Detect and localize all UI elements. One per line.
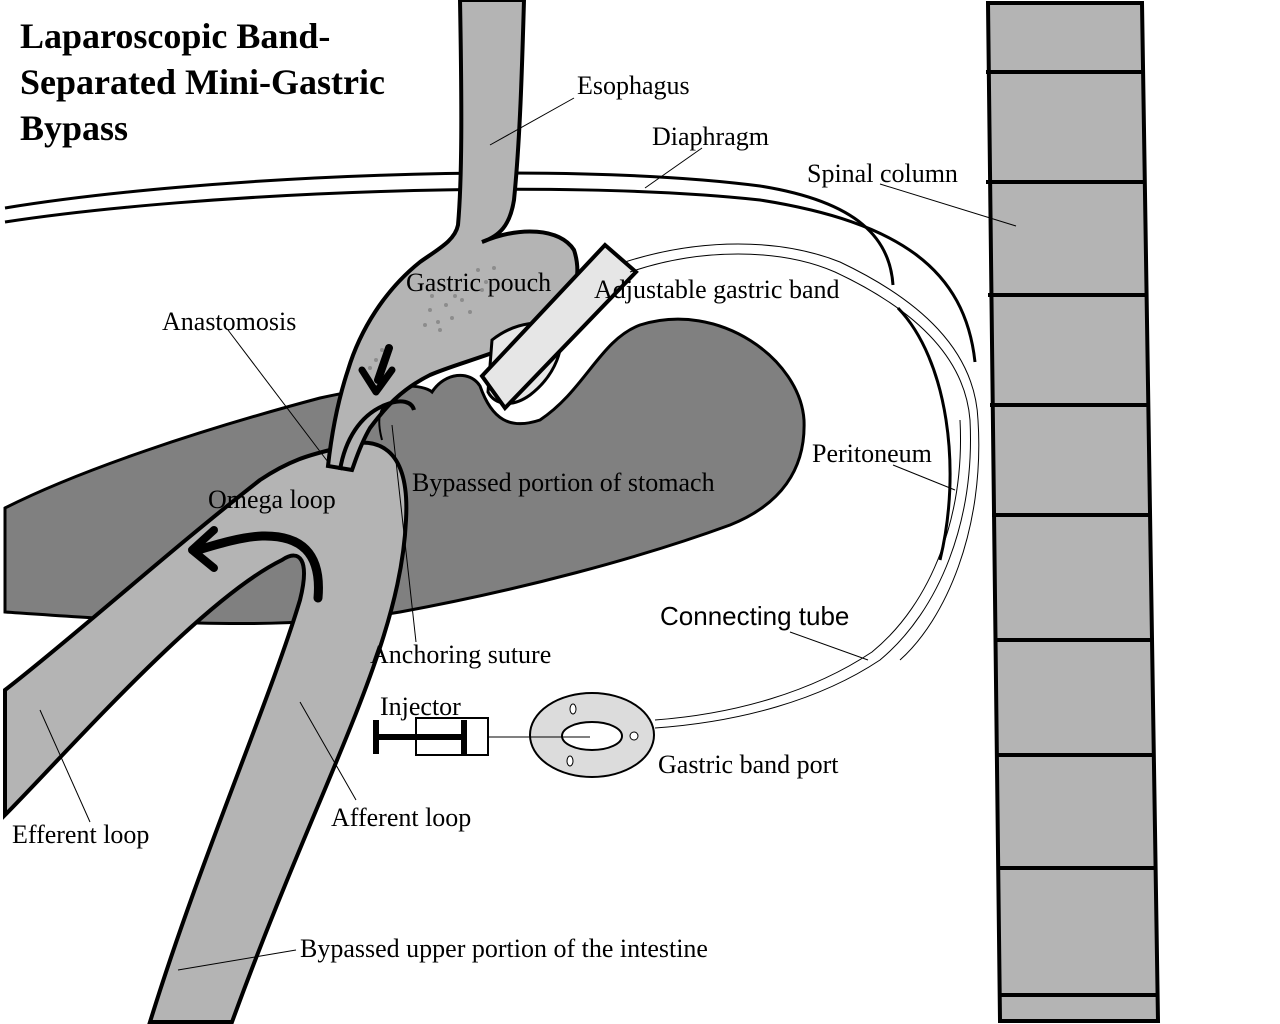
label-anchoring-suture: Anchoring suture: [370, 640, 551, 669]
leader-lines: [39, 97, 1017, 971]
intestine-loops: [3, 440, 409, 1024]
label-bypassed-intestine: Bypassed upper portion of the intestine: [300, 934, 708, 963]
pouch-texture: [368, 266, 496, 370]
label-afferent-loop: Afferent loop: [331, 803, 471, 832]
title-line-3: Bypass: [20, 108, 128, 148]
label-diaphragm: Diaphragm: [652, 122, 769, 151]
title-line-2: Separated Mini-Gastric: [20, 62, 385, 102]
peritoneum: [896, 306, 952, 561]
label-anastomosis: Anastomosis: [162, 307, 296, 336]
labels: Esophagus Diaphragm Spinal column Gastri…: [12, 71, 958, 963]
label-bypassed-stomach: Bypassed portion of stomach: [412, 468, 715, 497]
label-adjustable-gastric-band: Adjustable gastric band: [594, 275, 840, 304]
label-injector: Injector: [380, 692, 461, 721]
title-line-1: Laparoscopic Band-: [20, 16, 330, 56]
label-gastric-pouch: Gastric pouch: [406, 268, 551, 297]
connecting-tube: [654, 419, 971, 729]
flow-arrows: [188, 344, 396, 603]
label-spinal-column: Spinal column: [807, 159, 958, 188]
diagram-title: Laparoscopic Band- Separated Mini-Gastri…: [20, 16, 385, 148]
label-connecting-tube: Connecting tube: [660, 601, 849, 631]
label-peritoneum: Peritoneum: [812, 439, 932, 468]
label-omega-loop: Omega loop: [208, 485, 336, 514]
spinal-column: [985, 1, 1161, 1023]
label-gastric-band-port: Gastric band port: [658, 750, 839, 779]
adjustable-gastric-band: [479, 242, 980, 661]
injector: [373, 717, 590, 756]
label-esophagus: Esophagus: [577, 71, 690, 100]
gastric-band-port: [529, 692, 655, 778]
diaphragm: [4, 171, 977, 363]
label-efferent-loop: Efferent loop: [12, 820, 149, 849]
